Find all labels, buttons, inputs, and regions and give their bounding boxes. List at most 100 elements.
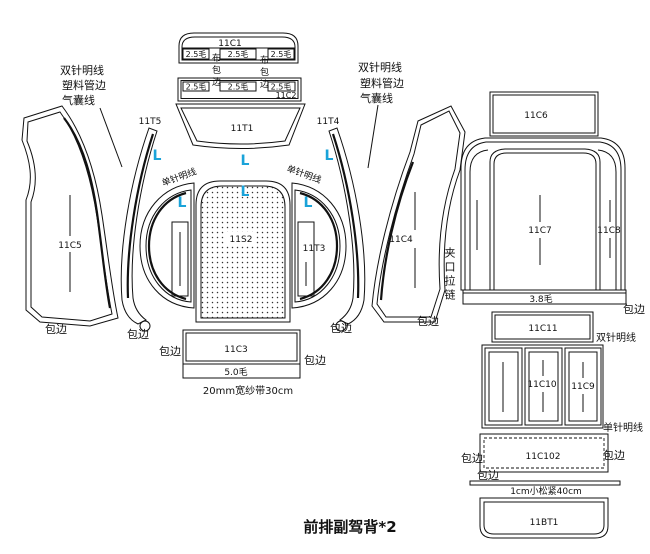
- note-airbag-seam: 气囊线: [62, 93, 95, 107]
- piece-label: 11C6: [524, 111, 548, 121]
- left-stitch-notes: 双针明线 塑料管边 气囊线: [60, 63, 123, 168]
- piece-label: 11C3: [224, 345, 247, 355]
- label-backing: [226, 232, 256, 244]
- seam-line: [294, 189, 341, 303]
- allowance-box: [267, 81, 296, 92]
- stitch-box: [297, 221, 315, 297]
- elastic-strip: 包边 1cm小松紧40cm: [469, 469, 621, 497]
- piece-left-bolster: [139, 182, 195, 309]
- piece-outline: [21, 105, 119, 327]
- piece-11t5: 11T5: [120, 117, 162, 332]
- piece-label: 11T3: [303, 244, 326, 254]
- note-binding: 包边: [127, 328, 149, 341]
- piece-label: 11C1: [218, 39, 241, 49]
- l-markers: L L L L L L: [153, 148, 334, 211]
- l-marker: L: [304, 195, 313, 211]
- allowance-box: [267, 48, 295, 60]
- stitch-box: [171, 221, 189, 297]
- seam-line: [145, 189, 192, 303]
- piece-outline: [489, 91, 599, 137]
- piece-11c1: 11C1 2.5毛 2.5毛 2.5毛: [178, 32, 299, 64]
- piece-label: 11C4: [389, 235, 413, 245]
- elastic-outline: [469, 480, 621, 486]
- allowance-strip: [462, 289, 627, 305]
- piece-outline: [178, 32, 299, 64]
- seam-line: [492, 94, 596, 134]
- piece-11c11: 11C11: [491, 311, 594, 343]
- note-double-stitch: 双针明线: [358, 60, 402, 74]
- piping-line: [126, 133, 155, 299]
- note-binding: 包边: [603, 449, 625, 462]
- right-stitch-notes: 双针明线 塑料管边 气囊线: [358, 60, 404, 169]
- panel-seam: [488, 351, 519, 422]
- piping-line: [331, 133, 360, 299]
- piece-11c10-group: 11C10 11C9: [481, 344, 604, 429]
- allowance-label: 5.0毛: [224, 366, 247, 378]
- piece-label: 11C2: [276, 91, 297, 100]
- centre-panel-outline: [489, 148, 601, 290]
- piece-11s2: 11S2: [195, 180, 291, 323]
- allowance-box: [182, 81, 210, 92]
- seam-line: [494, 314, 591, 340]
- piece-outline: [460, 137, 626, 291]
- note-elastic: 1cm小松紧40cm: [510, 485, 582, 497]
- note-double-stitch: 双针明线: [596, 331, 636, 344]
- note-binding: 包边: [477, 469, 499, 482]
- piece-outline: [291, 182, 347, 309]
- piece-outline: [328, 127, 366, 325]
- note-plastic-piping: 塑料管边: [62, 78, 106, 92]
- side-strip-line: [597, 149, 617, 290]
- piece-11t3: 11T3: [291, 182, 347, 309]
- panel-outline: [484, 347, 523, 426]
- l-marker: L: [178, 195, 187, 211]
- piece-11c102: 11C102 包边 包边: [461, 433, 625, 473]
- leader-line: [99, 107, 123, 168]
- note-binding: 包边: [623, 303, 645, 316]
- piece-label: 11BT1: [530, 518, 559, 528]
- allowance-strip: [182, 363, 301, 379]
- piece-label: 11C10: [527, 380, 556, 390]
- piece-11bt1: 11BT1: [479, 497, 609, 539]
- l-marker: L: [325, 148, 334, 164]
- note-fabric-binding: 布包边: [210, 53, 220, 89]
- seam-line: [464, 141, 622, 290]
- seam-line: [180, 107, 301, 145]
- piece-label: 11T4: [317, 117, 340, 127]
- side-strip-line: [469, 149, 489, 290]
- notch-circle: [335, 320, 347, 332]
- note-binding: 包边: [159, 345, 181, 358]
- note-binding: 包边: [417, 315, 439, 328]
- allowance-box: [182, 48, 210, 60]
- note-single-stitch-left: 单针明线: [160, 165, 198, 189]
- note-binding: 包边: [45, 323, 67, 336]
- allowance-label: 2.5毛: [271, 82, 292, 92]
- piece-outline: [371, 105, 466, 323]
- note-fabric-binding: 布包边: [258, 55, 268, 91]
- piece-11c2: 2.5毛 2.5毛 2.5毛 11C2: [177, 77, 302, 102]
- piece-label: 11C102: [526, 452, 561, 462]
- piece-label: 11T5: [139, 117, 162, 127]
- centre-panel-seam: [493, 152, 597, 290]
- panel-seam: [528, 351, 559, 422]
- allowance-label: 2.5毛: [271, 49, 292, 59]
- piece-11c6: 11C6: [489, 91, 599, 137]
- piece-11c5: 11C5: [21, 105, 119, 327]
- seam-line: [185, 332, 298, 362]
- l-marker: L: [241, 184, 250, 200]
- seam-line: [181, 36, 296, 61]
- note-plastic-piping: 塑料管边: [360, 76, 404, 90]
- seam-line: [180, 80, 299, 99]
- piece-label: 11S2: [230, 235, 253, 245]
- piece-outline: [177, 77, 302, 102]
- l-marker: L: [241, 153, 250, 169]
- note-single-stitch: 单针明线: [603, 421, 643, 434]
- piping-line: [147, 191, 187, 301]
- note-binding: 包边: [304, 354, 326, 367]
- piece-11t1: 11T1: [175, 103, 306, 149]
- note-airbag-seam: 气囊线: [360, 91, 393, 105]
- seam-line: [483, 501, 605, 535]
- piece-label: 11C11: [528, 324, 557, 334]
- note-binding: 包边: [330, 322, 352, 335]
